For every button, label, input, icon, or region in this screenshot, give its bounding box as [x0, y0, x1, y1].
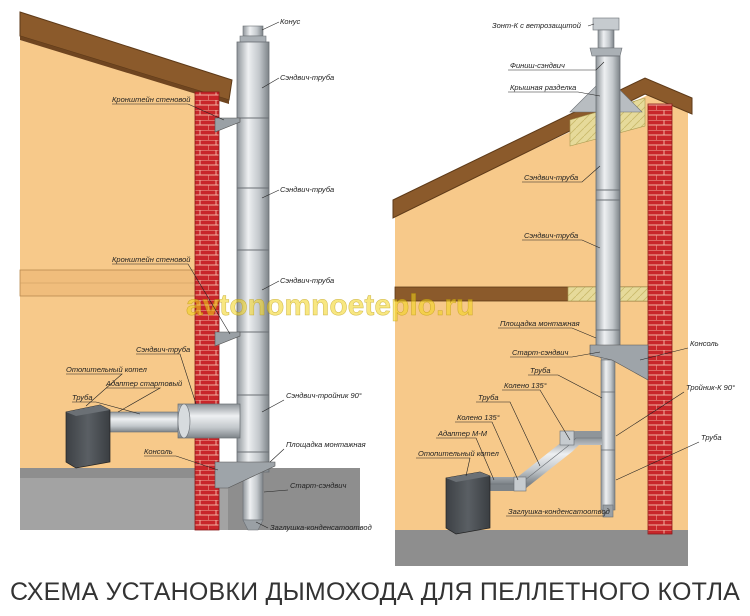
label-adapter: Адаптер М-М	[437, 429, 488, 438]
left-bracket-mid	[214, 331, 241, 347]
label-platform: Площадка монтажная	[500, 319, 580, 328]
diagram-caption: СХЕМА УСТАНОВКИ ДЫМОХОДА ДЛЯ ПЕЛЛЕТНОГО …	[9, 578, 741, 606]
watermark: avtonomnoeteplo.ru	[186, 289, 474, 322]
label-boiler: Отопительный котел	[66, 365, 148, 374]
label-sandwich-mid: Сэндвич-труба	[524, 231, 578, 240]
label-konus: Конус	[280, 17, 300, 26]
label-tee: Сэндвич-тройник 90°	[286, 391, 362, 400]
left-boiler	[65, 404, 111, 469]
label-pipe: Труба	[72, 393, 93, 402]
right-labels: Зонт-К с ветрозащитой Финиш-сэндвич Крыш…	[416, 21, 735, 517]
label-start: Старт-сэндвич	[290, 481, 346, 490]
left-brick-wall	[194, 91, 220, 531]
label-plug: Заглушка-конденсатоотвод	[270, 523, 372, 532]
label-elbow-a: Колено 135°	[504, 381, 547, 390]
label-sandwich-low: Сэндвич-труба	[280, 276, 334, 285]
left-labels: Конус Сэндвич-труба Кронштейн стеновой С…	[66, 17, 372, 532]
right-scene	[392, 17, 693, 566]
left-bracket-top	[214, 117, 241, 133]
label-pipe-b: Труба	[478, 393, 499, 402]
left-ground	[20, 468, 360, 530]
label-elbow-b: Колено 135°	[457, 413, 500, 422]
left-chimney	[236, 25, 270, 531]
left-console	[214, 461, 276, 489]
label-tee: Тройник-К 90°	[686, 383, 735, 392]
label-pipe-a: Труба	[530, 366, 551, 375]
label-console: Консоль	[144, 447, 173, 456]
right-zont-cap	[589, 17, 623, 57]
left-scene	[19, 11, 360, 531]
label-roof-cut: Крышная разделка	[510, 83, 576, 92]
left-konus	[242, 25, 264, 37]
label-pipe-c: Труба	[701, 433, 722, 442]
label-sandwich-mid: Сэндвич-труба	[280, 185, 334, 194]
label-platform: Площадка монтажная	[286, 440, 366, 449]
right-boiler	[445, 471, 491, 535]
label-adapter: Адаптер стартовый	[105, 379, 183, 388]
right-ground	[395, 530, 688, 566]
label-zont: Зонт-К с ветрозащитой	[492, 21, 582, 30]
right-brick-wall	[647, 103, 673, 535]
label-sandwich-side: Сэндвич-труба	[136, 345, 190, 354]
right-console	[589, 344, 649, 381]
label-bracket-top: Кронштейн стеновой	[112, 95, 191, 104]
right-roof	[392, 77, 693, 219]
label-boiler: Отопительный котел	[418, 449, 500, 458]
label-sandwich-top: Сэндвич-труба	[280, 73, 334, 82]
label-sandwich-top: Сэндвич-труба	[524, 173, 578, 182]
label-finish: Финиш-сэндвич	[510, 61, 565, 70]
label-bracket-mid: Кронштейн стеновой	[112, 255, 191, 264]
label-plug: Заглушка-конденсатоотвод	[508, 507, 610, 516]
label-start: Старт-сэндвич	[512, 348, 568, 357]
label-console: Консоль	[690, 339, 719, 348]
